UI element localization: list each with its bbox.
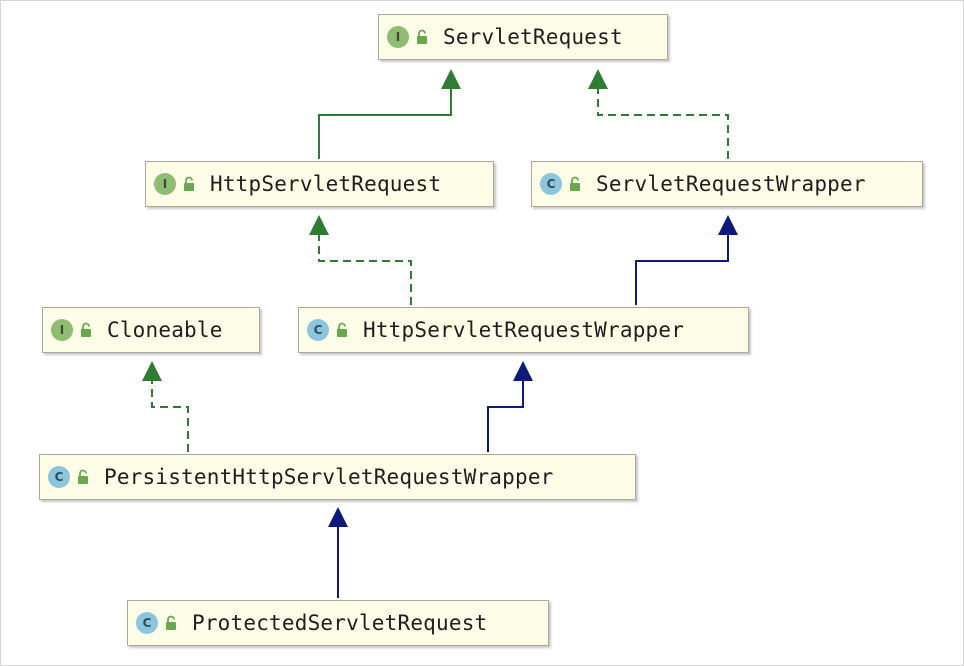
arrowhead-servletrequest-left — [441, 69, 461, 89]
class-icon: C — [307, 319, 329, 341]
arrowhead-servletrequestwrapper — [718, 215, 738, 235]
edge-httpservletrequestwrapper-to-servletrequestwrapper — [635, 235, 729, 305]
node-label: ProtectedServletRequest — [192, 611, 488, 635]
public-lock-icon — [81, 322, 91, 337]
public-lock-icon — [78, 469, 88, 484]
arrowhead-httpservletrequestwrapper — [513, 361, 533, 381]
interface-icon: I — [51, 319, 73, 341]
edge-httpservletrequestwrapper-to-httpservletrequest — [318, 235, 412, 305]
node-label: ServletRequest — [443, 25, 623, 49]
node-http-servlet-request[interactable]: I HttpServletRequest — [145, 161, 494, 207]
interface-icon: I — [154, 173, 176, 195]
public-lock-icon — [417, 29, 427, 44]
edge-persistent-to-cloneable — [151, 381, 189, 452]
node-label: ServletRequestWrapper — [596, 172, 866, 196]
node-label: Cloneable — [107, 318, 223, 342]
node-servlet-request-wrapper[interactable]: C ServletRequestWrapper — [531, 161, 923, 207]
node-label: PersistentHttpServletRequestWrapper — [104, 465, 554, 489]
edge-persistent-to-httpservletrequestwrapper — [487, 381, 524, 452]
class-icon: C — [48, 466, 70, 488]
node-persistent-http-servlet-request-wrapper[interactable]: C PersistentHttpServletRequestWrapper — [39, 454, 636, 500]
interface-icon: I — [387, 26, 409, 48]
node-servlet-request[interactable]: I ServletRequest — [378, 14, 668, 60]
arrowhead-servletrequest-right — [588, 69, 608, 89]
arrowhead-httpservletrequest — [309, 215, 329, 235]
public-lock-icon — [337, 322, 347, 337]
class-icon: C — [540, 173, 562, 195]
node-label: HttpServletRequestWrapper — [363, 318, 685, 342]
node-cloneable[interactable]: I Cloneable — [42, 307, 260, 353]
edge-httpservletrequest-to-servletrequest — [318, 71, 452, 159]
arrowhead-persistent — [328, 507, 348, 527]
public-lock-icon — [184, 176, 194, 191]
edge-servletrequestwrapper-to-servletrequest — [597, 87, 729, 159]
node-label: HttpServletRequest — [210, 172, 442, 196]
public-lock-icon — [166, 615, 176, 630]
node-http-servlet-request-wrapper[interactable]: C HttpServletRequestWrapper — [298, 307, 749, 353]
class-icon: C — [136, 612, 158, 634]
arrowhead-cloneable — [142, 361, 162, 381]
public-lock-icon — [570, 176, 580, 191]
node-protected-servlet-request[interactable]: C ProtectedServletRequest — [127, 600, 549, 646]
